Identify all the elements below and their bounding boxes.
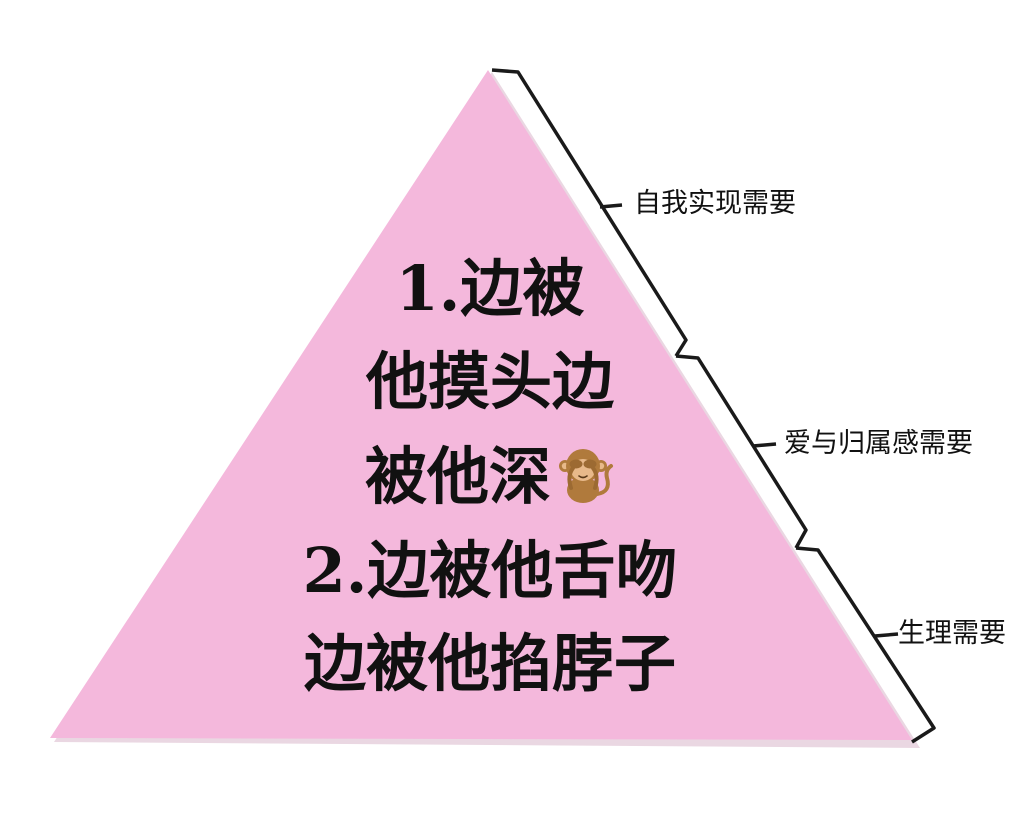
bracket-top-tick: [599, 203, 623, 209]
pyramid-line-3: 被他深: [364, 440, 551, 513]
bracket-bottom-tick: [874, 632, 899, 638]
level-label-self-actualization: 自我实现需要: [634, 188, 796, 219]
level-label-love-belonging: 爱与归属感需要: [784, 428, 973, 459]
bracket-bottom: [795, 546, 936, 744]
pyramid-line-1: 1.边被: [395, 252, 585, 325]
bracket-middle: [675, 354, 808, 549]
pyramid-triangle: [50, 70, 912, 740]
pyramid-line-4: 2.边被他舌吻: [302, 534, 678, 607]
bracket-middle-tick: [752, 442, 777, 448]
see-no-evil-monkey-icon: [551, 442, 615, 506]
level-label-physiological: 生理需要: [898, 618, 1006, 649]
pyramid-line-3-row: 被他深: [210, 442, 770, 512]
pyramid-line-2: 他摸头边: [365, 345, 614, 418]
pyramid-line-5: 边被他掐脖子: [303, 627, 676, 700]
